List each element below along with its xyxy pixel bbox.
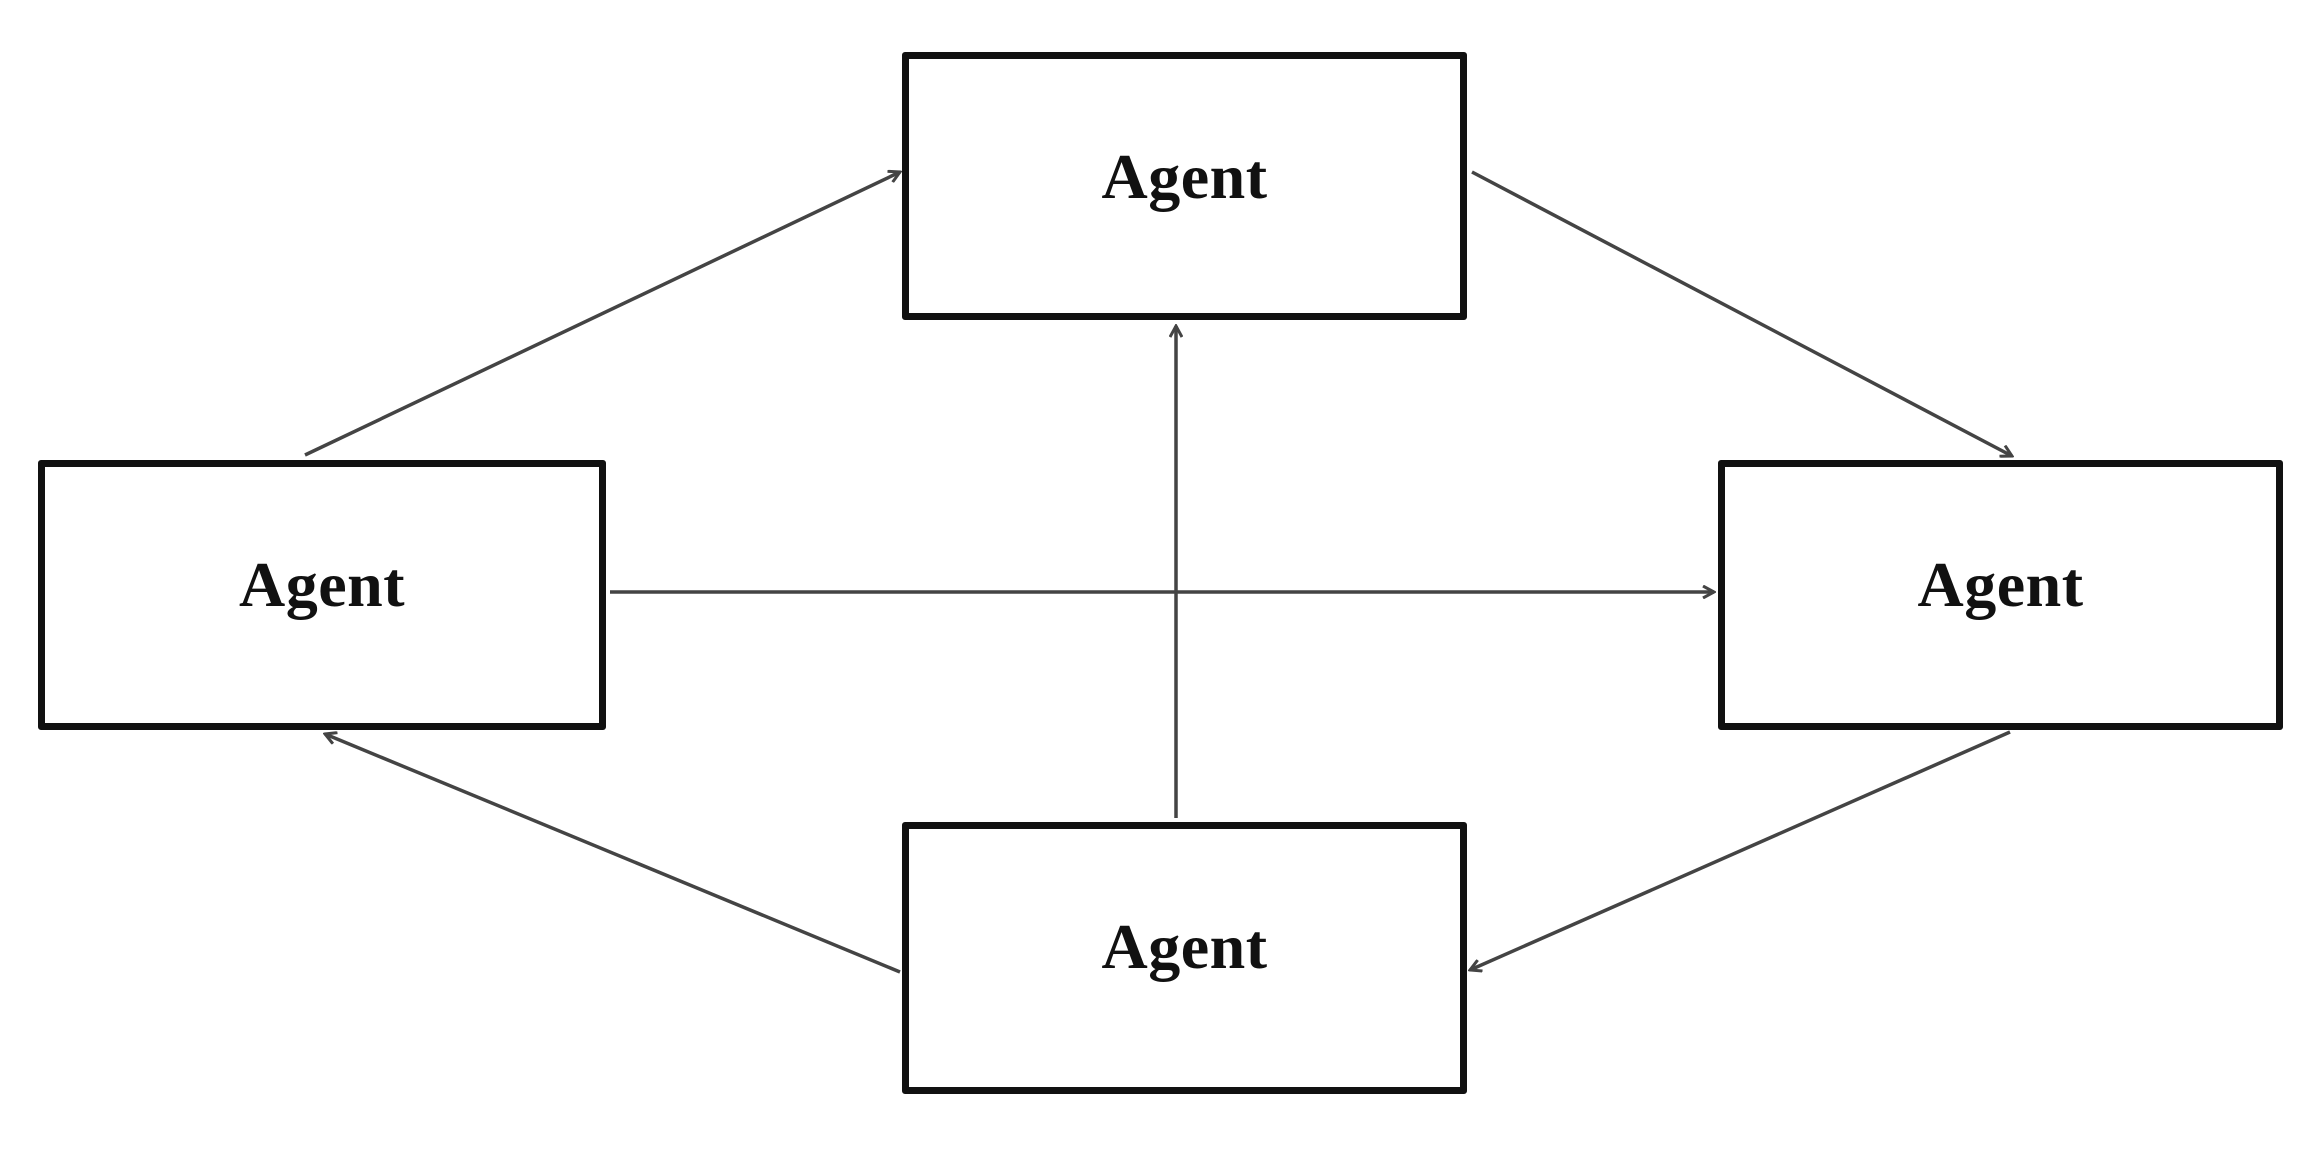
- agent-node-left: Agent: [38, 460, 606, 730]
- agent-node-label: Agent: [1101, 911, 1268, 982]
- agent-node-label: Agent: [238, 549, 406, 620]
- edge-left-to-top: [304, 172, 900, 457]
- edge-bottom-to-left: [325, 734, 901, 974]
- agent-node-top: Agent: [902, 52, 1467, 320]
- agent-node-bottom: Agent: [902, 822, 1467, 1094]
- agent-node-label: Agent: [1917, 549, 2084, 620]
- agent-node-right: Agent: [1718, 460, 2283, 730]
- agent-node-label: Agent: [1101, 141, 1268, 212]
- edge-top-to-right: [1471, 170, 2012, 456]
- edge-right-to-bottom: [1470, 730, 2011, 970]
